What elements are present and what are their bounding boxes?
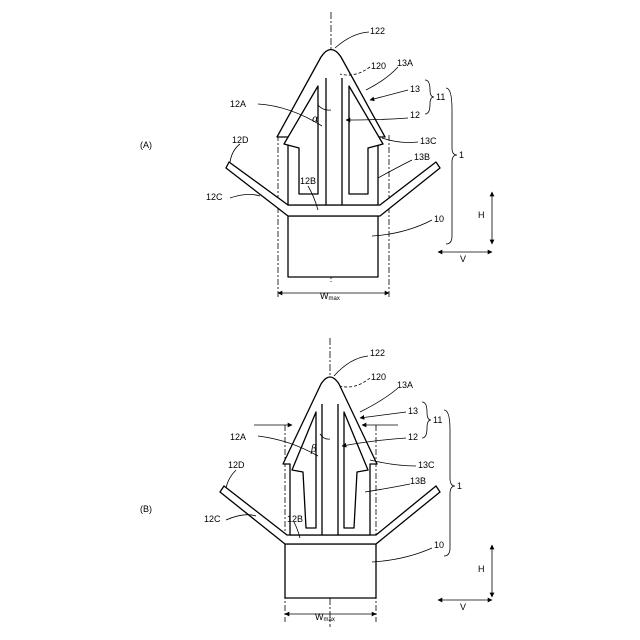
label-122-a: 122	[370, 26, 385, 36]
label-12A-b: 12A	[230, 432, 246, 442]
label-13C-a: 13C	[420, 136, 437, 146]
label-1-a: 1	[459, 150, 464, 160]
leader-13-a	[370, 90, 408, 100]
label-H-b: H	[478, 564, 485, 574]
leader-13C-a	[382, 138, 418, 143]
panel-label-a: (A)	[140, 140, 152, 150]
label-12-b: 12	[408, 432, 418, 442]
leader-13B-b	[365, 484, 410, 492]
label-12B-b: 12B	[287, 514, 303, 524]
leader-12D-b	[226, 470, 236, 488]
leader-122-a	[335, 32, 369, 48]
label-13-b: 13	[408, 406, 418, 416]
figure-b: (B) β Wmax 122 120 13A	[140, 338, 492, 627]
panel-label-b: (B)	[140, 504, 152, 514]
leader-12C-a	[230, 194, 260, 198]
label-1-b: 1	[457, 481, 462, 491]
brace-1-a	[446, 88, 457, 244]
leader-13-b	[360, 412, 406, 418]
leader-10-a	[372, 220, 432, 236]
label-13C-b: 13C	[418, 460, 435, 470]
brace-11-a	[425, 80, 434, 114]
label-13A-b: 13A	[397, 380, 413, 390]
label-13-a: 13	[410, 84, 420, 94]
label-120-b: 120	[371, 372, 386, 382]
label-122-b: 122	[370, 348, 385, 358]
leader-12D-a	[230, 144, 240, 162]
label-11-b: 11	[433, 415, 442, 425]
label-12C-a: 12C	[206, 192, 223, 202]
label-H-a: H	[478, 210, 485, 220]
label-V-b: V	[460, 602, 466, 612]
label-13A-a: 13A	[397, 58, 413, 68]
label-13B-b: 13B	[410, 476, 426, 486]
label-12C-b: 12C	[204, 514, 221, 524]
label-12-a: 12	[410, 110, 420, 120]
label-12D-b: 12D	[228, 460, 245, 470]
label-V-a: V	[460, 254, 466, 264]
base-body-b	[285, 544, 376, 598]
label-120-a: 120	[371, 61, 386, 71]
leader-13B-a	[378, 160, 412, 178]
label-12B-a: 12B	[300, 176, 316, 186]
leader-10-b	[372, 548, 432, 562]
label-10-a: 10	[434, 214, 444, 224]
leader-120-b	[340, 378, 370, 387]
label-11-a: 11	[436, 92, 445, 102]
label-12D-a: 12D	[232, 135, 249, 145]
leader-13A-b	[360, 388, 398, 412]
base-body-a	[288, 216, 378, 277]
brace-1-b	[444, 410, 455, 556]
figure-a: (A) α Wmax 122 120 13A 13	[140, 12, 492, 302]
leader-122-b	[334, 356, 368, 376]
label-10-b: 10	[434, 540, 444, 550]
brace-11-b	[422, 402, 431, 438]
label-12A-a: 12A	[230, 99, 246, 109]
label-13B-a: 13B	[414, 152, 430, 162]
